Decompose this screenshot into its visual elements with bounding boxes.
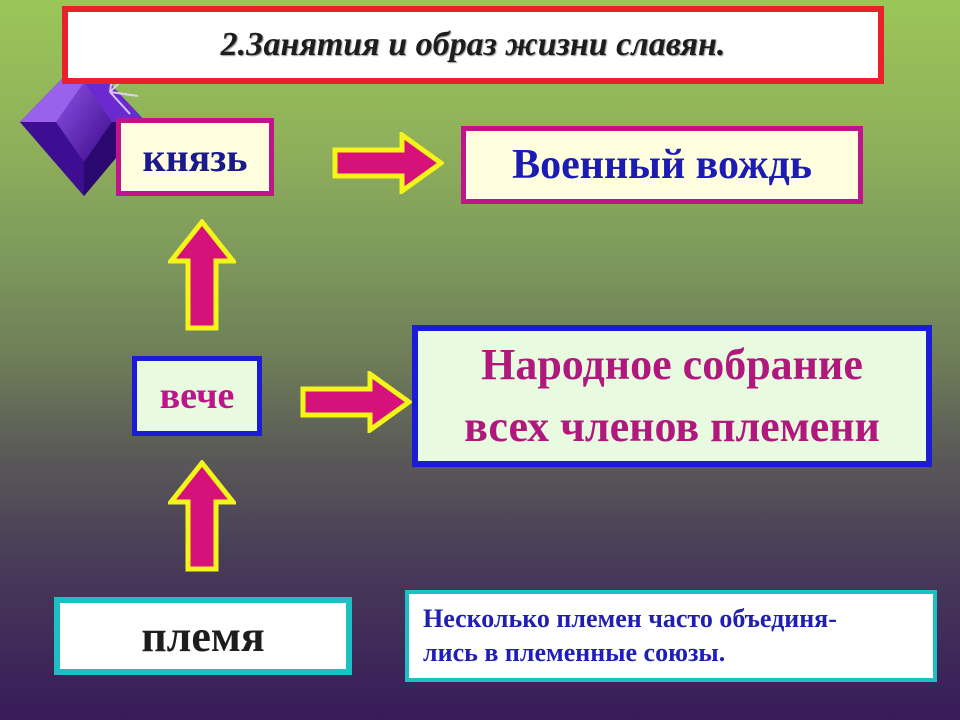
assembly-line-2: всех членов племени bbox=[464, 402, 880, 451]
diamond-gem-icon bbox=[20, 56, 146, 196]
knyaz-label: князь bbox=[142, 134, 248, 180]
tribe-box: племя bbox=[54, 597, 352, 675]
veche-box: вече bbox=[132, 356, 262, 436]
military-leader-label: Военный вождь bbox=[512, 142, 812, 188]
military-leader-box: Военный вождь bbox=[461, 126, 863, 204]
note-line-2: лись в племенные союзы. bbox=[423, 638, 726, 667]
slide-title: 2.Занятия и образ жизни славян. bbox=[62, 6, 884, 84]
arrow-right-icon bbox=[300, 371, 412, 433]
note-line-1: Несколько племен часто объединя- bbox=[423, 604, 837, 633]
tribe-label: племя bbox=[141, 611, 265, 661]
arrow-up-icon bbox=[168, 460, 236, 572]
note-box: Несколько племен часто объединя- лись в … bbox=[405, 590, 937, 682]
slide-title-text: 2.Занятия и образ жизни славян. bbox=[220, 26, 726, 63]
assembly-line-1: Народное собрание bbox=[481, 340, 863, 389]
veche-label: вече bbox=[159, 375, 235, 417]
arrow-right-icon bbox=[332, 132, 444, 194]
assembly-box: Народное собрание всех членов племени bbox=[412, 325, 932, 467]
arrow-up-icon bbox=[168, 219, 236, 331]
knyaz-box: князь bbox=[116, 118, 274, 196]
